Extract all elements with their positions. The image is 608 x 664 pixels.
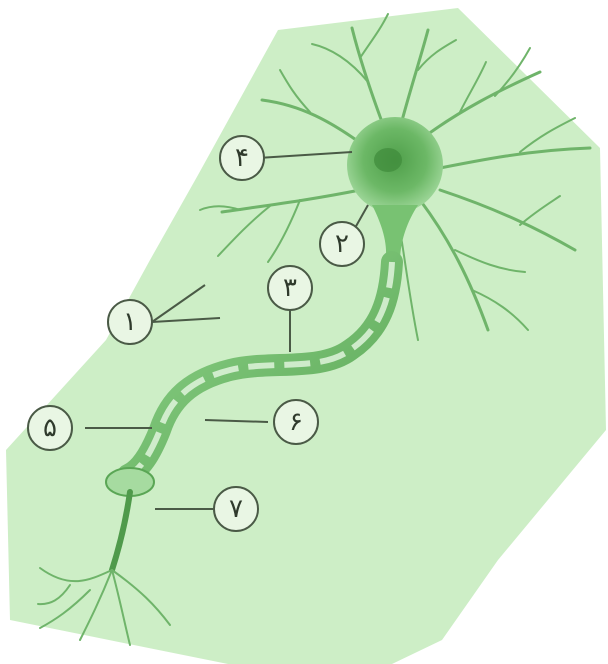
- nucleus: [374, 148, 402, 172]
- label-2: ۲: [320, 222, 364, 266]
- label-1: ۱: [108, 300, 152, 344]
- svg-text:۳: ۳: [283, 273, 297, 303]
- svg-text:۱: ۱: [123, 307, 137, 337]
- svg-text:۵: ۵: [43, 413, 57, 443]
- label-3: ۳: [268, 266, 312, 310]
- svg-text:۴: ۴: [235, 143, 249, 173]
- label-6: ۶: [274, 400, 318, 444]
- label-4: ۴: [220, 136, 264, 180]
- svg-text:۲: ۲: [335, 229, 349, 259]
- svg-text:۷: ۷: [229, 494, 243, 524]
- svg-text:۶: ۶: [289, 407, 303, 437]
- label-5: ۵: [28, 406, 72, 450]
- label-7: ۷: [214, 487, 258, 531]
